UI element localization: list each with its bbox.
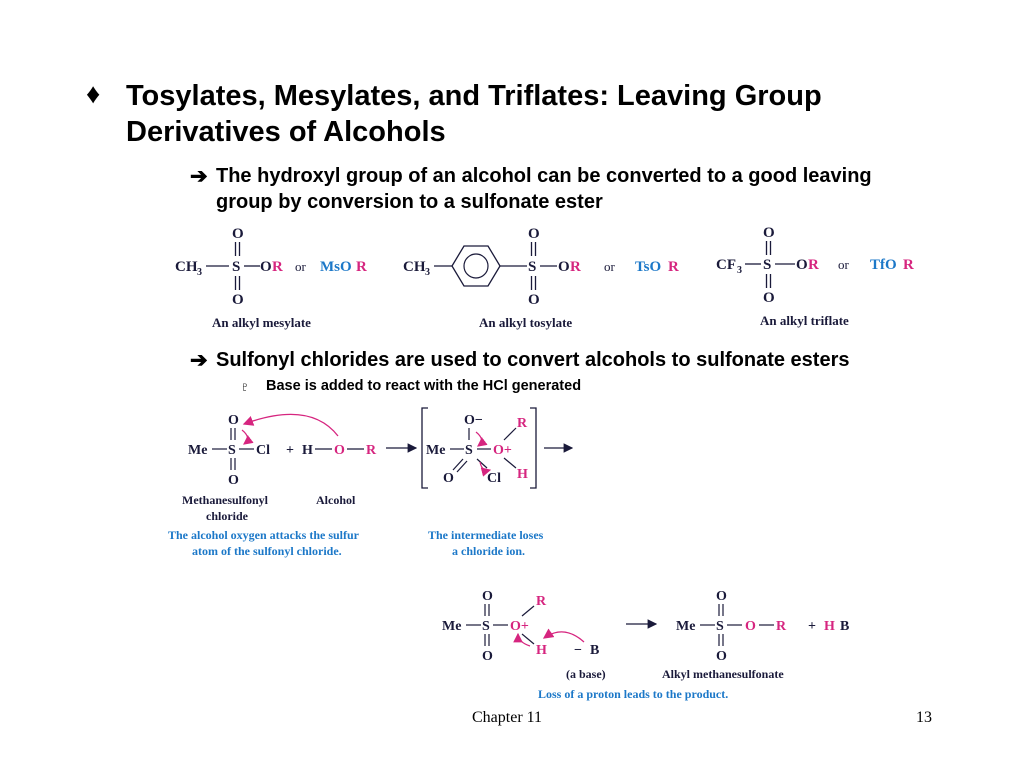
note-1-line-2: atom of the sulfonyl chloride. — [192, 544, 342, 558]
atom-s: S — [528, 259, 536, 275]
subpoint-text: Base is added to react with the HCl gene… — [266, 378, 582, 394]
arrow-icon: ➔ — [190, 349, 208, 372]
r-group-abbr: R — [356, 259, 367, 275]
triflate-caption: An alkyl triflate — [760, 313, 849, 328]
product-label: Alkyl methanesulfonate — [662, 667, 784, 681]
ch3-label: CH — [175, 259, 198, 275]
atom-o-top: O — [232, 226, 244, 242]
atom-h: H — [824, 619, 835, 634]
footer-page-number: 13 — [916, 709, 932, 726]
note-1-line-1: The alcohol oxygen attacks the sulfur — [168, 528, 360, 542]
or-word: or — [604, 259, 616, 274]
methyl-label: Me — [442, 619, 461, 634]
base-label: (a base) — [566, 667, 606, 681]
note-3: Loss of a proton leads to the product. — [538, 687, 728, 701]
mechanism-figure: O Me S Cl O + H O R O− Me S O+ R H — [168, 407, 849, 701]
cf3-label: CF — [716, 257, 736, 273]
r-group: R — [776, 619, 787, 634]
tfo-abbr: TfO — [870, 257, 897, 273]
atom-o-top: O — [716, 589, 727, 604]
mso-abbr: MsO — [320, 259, 352, 275]
methyl-label: Me — [426, 443, 445, 458]
sulfonyl-label: Methanesulfonyl — [182, 493, 269, 507]
point-1-text: The hydroxyl group of an alcohol can be … — [216, 165, 872, 213]
note-2-line-2: a chloride ion. — [452, 544, 525, 558]
note-2-line-1: The intermediate loses — [428, 528, 544, 542]
atom-o-ester: O — [745, 619, 756, 634]
atom-b: B — [840, 619, 849, 634]
subscript-3: 3 — [425, 267, 430, 278]
minus-sign: − — [574, 643, 582, 658]
atom-o-bottom: O — [763, 290, 775, 306]
or-word: or — [295, 259, 307, 274]
methyl-label: Me — [676, 619, 695, 634]
atom-o-alcohol: O — [334, 443, 345, 458]
atom-o-bottom: O — [528, 292, 540, 308]
mesylate-caption: An alkyl mesylate — [212, 315, 311, 330]
arrow-icon: ➔ — [190, 165, 208, 188]
plus-sign: + — [286, 443, 294, 458]
atom-h: H — [302, 443, 313, 458]
atom-s: S — [482, 619, 490, 634]
point-2-text: Sulfonyl chlorides are used to convert a… — [216, 349, 850, 371]
atom-s: S — [232, 259, 240, 275]
r-group-abbr: R — [668, 259, 679, 275]
r-group: R — [272, 259, 283, 275]
atom-h: H — [536, 643, 547, 658]
sulfonyl-label-2: chloride — [206, 509, 249, 523]
atom-o-plus: O+ — [510, 619, 529, 634]
title-bullet: ♦ — [86, 78, 101, 109]
subscript-3: 3 — [737, 265, 742, 276]
ch3-label: CH — [403, 259, 426, 275]
atom-o-bottom: O — [228, 473, 239, 488]
or-word: or — [838, 257, 850, 272]
atom-s: S — [465, 443, 473, 458]
r-group-abbr: R — [903, 257, 914, 273]
subpoint-marker-icon: ♇ — [240, 379, 250, 394]
tosylate-caption: An alkyl tosylate — [479, 315, 572, 330]
atom-o-ester: O — [796, 257, 808, 273]
r-group: R — [536, 594, 547, 609]
atom-o-plus: O+ — [493, 443, 512, 458]
slide-title: Tosylates, Mesylates, and Triflates: Lea… — [126, 80, 822, 148]
atom-o-top: O — [528, 226, 540, 242]
atom-cl: Cl — [256, 443, 270, 458]
atom-o-ester: O — [260, 259, 272, 275]
atom-h: H — [517, 467, 528, 482]
step-1-reactants: O Me S Cl O + H O R — [188, 413, 377, 488]
sulfonate-esters-figure: O CH 3 S O R O or MsO R An alkyl mesylat… — [175, 225, 914, 330]
triflate-structure: O CF 3 S O R O or TfO R An alkyl triflat… — [716, 225, 914, 328]
atom-o-top: O — [228, 413, 239, 428]
atom-o-ester: O — [558, 259, 570, 275]
r-group: R — [366, 443, 377, 458]
atom-o-minus: O− — [464, 413, 483, 428]
atom-s: S — [228, 443, 236, 458]
atom-o-bottom: O — [443, 471, 454, 486]
atom-s: S — [763, 257, 771, 273]
r-group: R — [570, 259, 581, 275]
alcohol-label: Alcohol — [316, 493, 356, 507]
atom-o-top: O — [763, 225, 775, 241]
intermediate-structure: O− Me S O+ R H O Cl — [421, 407, 537, 489]
atom-b: B — [590, 643, 599, 658]
footer-chapter: Chapter 11 — [472, 709, 543, 726]
step-3-oxonium: O Me S O+ R H O − B (a base) — [442, 589, 606, 681]
tso-abbr: TsO — [635, 259, 661, 275]
atom-o-bottom: O — [482, 649, 493, 664]
atom-o-bottom: O — [716, 649, 727, 664]
methyl-label: Me — [188, 443, 207, 458]
atom-o-bottom: O — [232, 292, 244, 308]
atom-o-top: O — [482, 589, 493, 604]
product-structure: O Me S O R O + H B Alkyl methanesulfonat… — [662, 589, 849, 681]
mesylate-structure: O CH 3 S O R O or MsO R An alkyl mesylat… — [175, 226, 367, 330]
r-group: R — [808, 257, 819, 273]
tosylate-structure: CH 3 O S O R O or TsO R An alkyl tosylat… — [403, 226, 679, 330]
atom-s: S — [716, 619, 724, 634]
r-group: R — [517, 416, 528, 431]
subscript-3: 3 — [197, 267, 202, 278]
atom-cl: Cl — [487, 471, 501, 486]
plus-sign: + — [808, 619, 816, 634]
